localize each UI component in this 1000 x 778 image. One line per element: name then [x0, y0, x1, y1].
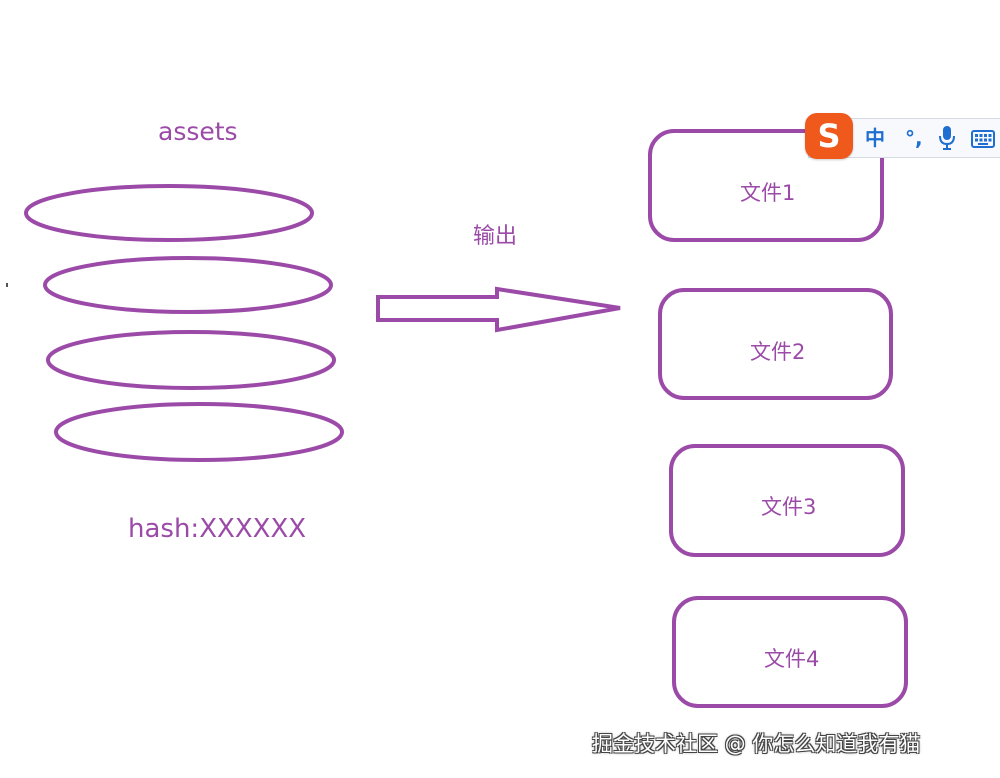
- watermark: 掘金技术社区 @ 你怎么知道我有猫: [592, 732, 921, 756]
- keyboard-icon[interactable]: [971, 128, 995, 150]
- ime-language-toggle[interactable]: 中: [865, 126, 885, 150]
- file-box-3: [669, 444, 905, 557]
- file-label-2: 文件2: [750, 340, 806, 364]
- file-box-2: [658, 288, 893, 400]
- asset-ellipse-1: [24, 184, 314, 242]
- file-box-1: [648, 129, 884, 242]
- asset-ellipse-2: [43, 256, 333, 314]
- ime-toolbar: S 中 °,: [805, 113, 1000, 159]
- output-arrow: [376, 286, 621, 333]
- hash-label: hash:XXXXXX: [128, 514, 307, 544]
- file-label-1: 文件1: [740, 181, 796, 205]
- microphone-icon[interactable]: [937, 125, 957, 151]
- assets-label: assets: [158, 117, 238, 146]
- ime-punctuation-toggle[interactable]: °,: [905, 126, 923, 150]
- asset-ellipse-4: [54, 402, 344, 462]
- file-box-4: [672, 596, 908, 708]
- file-label-3: 文件3: [761, 495, 817, 519]
- file-label-4: 文件4: [764, 647, 820, 671]
- asset-ellipse-3: [46, 330, 336, 390]
- stray-mark: [6, 283, 8, 287]
- output-label: 输出: [473, 224, 518, 249]
- ime-logo-button[interactable]: S: [805, 113, 853, 159]
